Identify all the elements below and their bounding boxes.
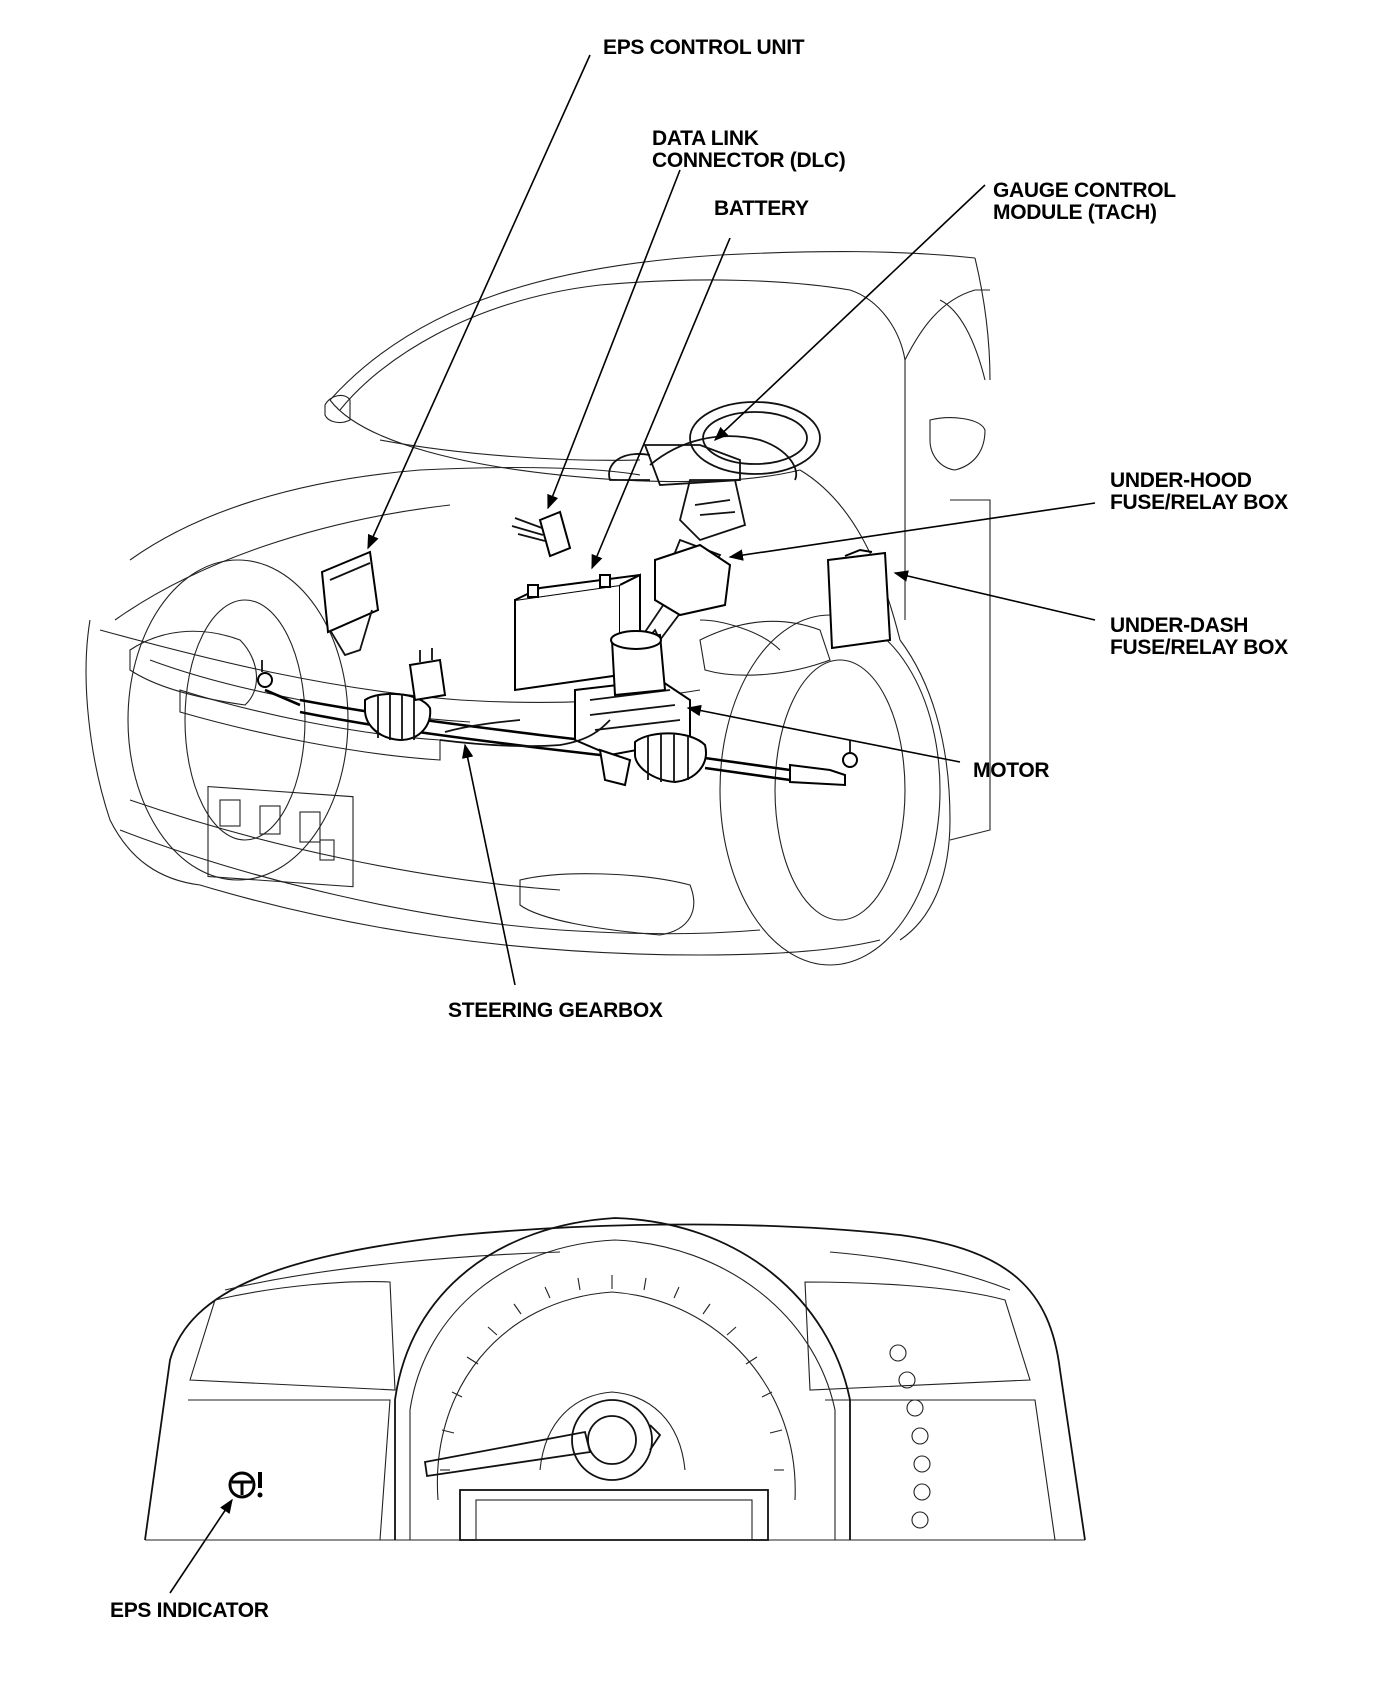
dlc-shape bbox=[511, 510, 572, 558]
label-under-hood-fuse-relay-box: UNDER-HOOD FUSE/RELAY BOX bbox=[1110, 469, 1288, 514]
label-eps-control-unit: EPS CONTROL UNIT bbox=[603, 36, 805, 59]
label-eps-indicator: EPS INDICATOR bbox=[110, 1599, 269, 1622]
under-hood-fuse-box-shape bbox=[654, 543, 732, 617]
label-steering-gearbox: STEERING GEARBOX bbox=[448, 999, 663, 1022]
steering-wheel-exclamation-icon bbox=[228, 1471, 263, 1499]
steering-gearbox-shape bbox=[257, 630, 858, 787]
label-battery: BATTERY bbox=[714, 197, 809, 220]
instrument-cluster bbox=[144, 1217, 1086, 1541]
label-under-dash-fuse-relay-box: UNDER-DASH FUSE/RELAY BOX bbox=[1110, 614, 1288, 659]
label-gauge-control-module: GAUGE CONTROL MODULE (TACH) bbox=[993, 179, 1176, 224]
label-motor: MOTOR bbox=[973, 759, 1050, 782]
leader-lines bbox=[169, 54, 1096, 1594]
label-data-link-connector: DATA LINK CONNECTOR (DLC) bbox=[652, 127, 846, 172]
eps-control-unit-shape bbox=[320, 550, 380, 657]
under-dash-fuse-box-shape bbox=[826, 548, 892, 650]
